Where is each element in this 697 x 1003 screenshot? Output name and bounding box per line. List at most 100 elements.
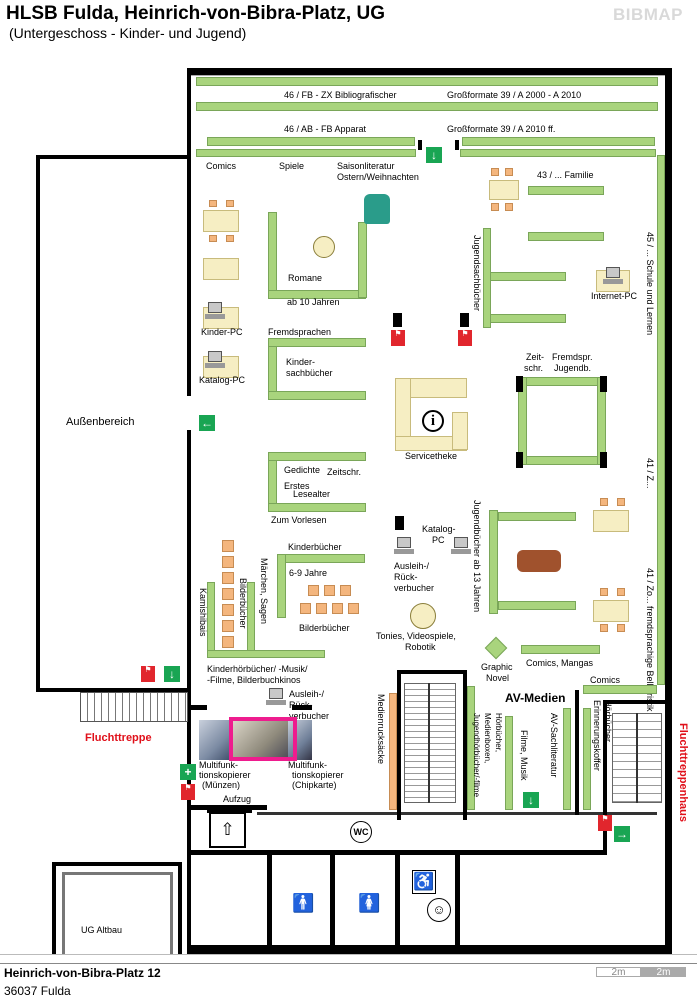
label-fremdsprachen: Fremdsprachen <box>268 327 332 337</box>
shelf-kindersach-bottom <box>268 391 366 400</box>
label-medienrueck: Medienrucksäcke <box>376 694 386 765</box>
round-table <box>410 603 436 629</box>
escape-stair-left <box>80 692 188 722</box>
label-6-9-jahre: 6-9 Jahre <box>289 568 328 578</box>
label-tonies-2: Robotik <box>405 642 436 652</box>
brand-logo: BIBMAP <box>612 5 683 24</box>
bilderbuch-box <box>222 556 234 568</box>
label-ausleih-b3: verbucher <box>289 711 330 721</box>
label-zeitschr-1: Zeit- <box>526 352 544 362</box>
label-comics-top: Comics <box>206 161 237 171</box>
computer-icon[interactable] <box>603 267 623 285</box>
fire-sign-icon: ⚑ <box>181 784 195 800</box>
label-kinderhoer-1: Kinderhörbücher/ -Musik/ <box>207 664 308 674</box>
exit-arrow-icon: → <box>614 826 630 842</box>
label-ab10: ab 10 Jahren <box>287 297 340 307</box>
bilderbuch-box <box>222 636 234 648</box>
shelf-bibliografischer <box>196 77 658 86</box>
table-left-1 <box>203 210 239 232</box>
fire-sign-icon: ⚑ <box>458 330 472 346</box>
computer-icon[interactable] <box>266 688 286 706</box>
label-lesealter: Lesealter <box>293 489 331 499</box>
label-bilderbuecher-v: Bilderbücher <box>238 578 248 629</box>
label-gedichte: Gedichte <box>284 465 321 475</box>
wc-icon[interactable]: WC <box>350 821 372 843</box>
chair <box>209 200 217 207</box>
label-romane: Romane <box>288 273 323 283</box>
computer-icon[interactable] <box>394 537 414 555</box>
graphic-novel-display <box>484 636 508 660</box>
bilderbuch-box <box>222 540 234 552</box>
label-jugendsach: Jugendsachbücher <box>472 235 482 312</box>
label-multi2-b: tionskopierer <box>292 770 344 780</box>
bilderbuch-box <box>222 572 234 584</box>
shelf-kamishibais <box>207 582 215 656</box>
label-hoerbuecher-erin: Hörbücher Erinnerungskoffer <box>592 700 613 771</box>
shelf-right-wall <box>657 155 665 685</box>
label-comics-mangas: Comics, Mangas <box>526 658 594 668</box>
table-right-2 <box>593 600 629 622</box>
chair <box>226 235 234 242</box>
label-fremdspr-2: Jugendb. <box>554 363 592 373</box>
computer-icon[interactable] <box>205 351 225 369</box>
label-grossformate-1: Großformate 39 / A 2000 - A 2010 <box>447 90 582 100</box>
label-ausleih-b1: Ausleih-/ <box>289 689 325 699</box>
shelf-comics-spiele <box>196 149 416 157</box>
label-av-sach: AV-Sachliteratur <box>549 713 559 778</box>
shelf-av-4 <box>583 708 591 810</box>
shelf-romane-right <box>358 222 367 298</box>
label-servicetheke: Servicetheke <box>405 451 458 461</box>
table-familie <box>489 180 519 200</box>
baby-changing-icon: ☺ <box>427 898 451 922</box>
shelf-jugendb13-bottom <box>498 601 576 610</box>
exit-arrow-icon: ← <box>199 415 215 431</box>
exit-arrow-icon: ↓ <box>523 792 539 808</box>
male-toilet-icon: 🚹 <box>292 893 315 913</box>
label-ausleih-3: verbucher <box>394 583 435 593</box>
shelf-jugendb13-top <box>498 512 576 521</box>
selected-location-highlight[interactable] <box>229 717 297 761</box>
info-icon[interactable]: i <box>422 410 444 432</box>
label-multi1-b: tionskopierer <box>199 770 251 780</box>
exit-arrow-icon: ↓ <box>426 147 442 163</box>
computer-icon[interactable] <box>451 537 471 555</box>
computer-icon[interactable] <box>205 302 225 320</box>
chair <box>505 203 513 211</box>
label-multi2-c: (Chipkarte) <box>292 780 337 790</box>
chair <box>226 200 234 207</box>
label-fluchttreppenhaus: Fluchttreppenhaus <box>677 723 689 823</box>
label-spiele: Spiele <box>279 161 305 171</box>
label-ausleih-1: Ausleih-/ <box>394 561 430 571</box>
map-title: HLSB Fulda, Heinrich-von-Bibra-Platz, UG <box>6 3 385 24</box>
round-table <box>313 236 335 258</box>
label-bilderbuecher-h: Bilderbücher <box>299 623 350 633</box>
shelf-familie <box>528 186 604 195</box>
fire-sign-icon: ⚑ <box>391 330 405 346</box>
shelf-jugendsach-v <box>483 228 491 328</box>
label-katalog-pc-mid-2: PC <box>432 535 445 545</box>
label-katalog-pc-left: Katalog-PC <box>199 375 246 385</box>
copier-photo-2 <box>233 720 288 760</box>
shelf-jugendb13-v <box>489 510 498 614</box>
label-erstes: Erstes <box>284 481 310 491</box>
label-hoerbuecher-jugend: Hörbücher, Medienboxen, Jugendhörbücher/… <box>472 713 503 798</box>
bilderbuch-box <box>222 620 234 632</box>
label-zeitschr-2: schr. <box>524 363 544 373</box>
exit-arrow-icon: ↓ <box>164 666 180 682</box>
shelf-av-2 <box>505 716 513 810</box>
shelf-comics-right <box>583 685 657 694</box>
chair <box>491 168 499 176</box>
table-right-1 <box>593 510 629 532</box>
shelf-right-top <box>460 149 656 157</box>
chair <box>505 168 513 176</box>
label-internet-pc: Internet-PC <box>591 291 638 301</box>
elevator-icon[interactable]: ⇧ <box>209 812 246 848</box>
label-saison-1: Saisonliteratur <box>337 161 395 171</box>
shelf-jugendsach-2 <box>490 272 566 281</box>
label-aufzug: Aufzug <box>223 794 252 804</box>
magazine-rack <box>518 377 606 465</box>
shelf-grossformate <box>462 137 655 146</box>
label-aussenbereich: Außenbereich <box>66 416 135 428</box>
label-filme-musik: Filme, Musik <box>519 730 529 781</box>
shelf-gedichte-top <box>268 452 366 461</box>
